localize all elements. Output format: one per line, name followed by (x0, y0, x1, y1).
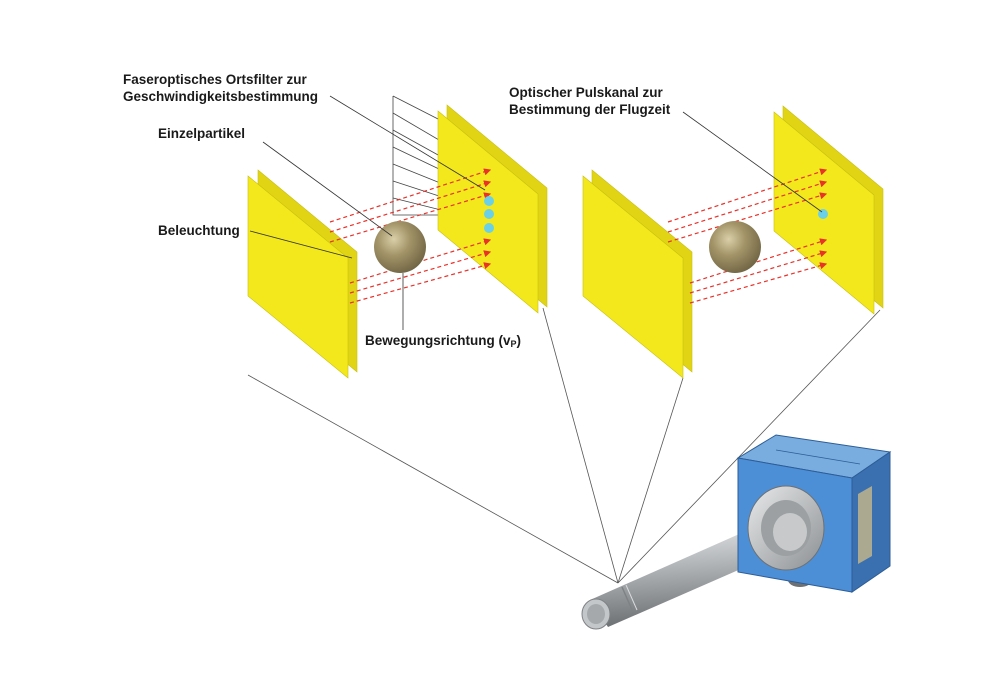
convergence-lines (247, 307, 881, 584)
particle-left (374, 221, 426, 273)
motion-direction-label: Bewegungsrichtung (vP) (365, 332, 521, 353)
detector-panel-left (437, 104, 548, 314)
detector-panel-right (773, 105, 884, 315)
particle-right (709, 221, 761, 273)
pulse-channel-label-line1: Optischer Pulskanal zur (509, 85, 663, 100)
fiber-filter-label-line2: Geschwindigkeitsbestimmung (123, 89, 319, 104)
pulse-channel-label-line2: Bestimmung der Flugzeit (509, 102, 671, 117)
single-particle-label: Einzelpartikel (158, 126, 246, 141)
motion-direction-close: ) (516, 333, 522, 348)
measuring-device (581, 434, 892, 630)
detector-dots-left (484, 196, 494, 233)
detector-dot-right (818, 209, 828, 219)
illumination-panel-left (247, 169, 358, 379)
fiber-filter-label-line1: Faseroptisches Ortsfilter zur (123, 72, 307, 87)
fiber-filter-label: Faseroptisches Ortsfilter zur Geschwindi… (123, 71, 318, 105)
pulse-channel-label: Optischer Pulskanal zur Bestimmung der F… (509, 84, 670, 118)
motion-direction-subscript: P (510, 339, 517, 349)
leader-lines (249, 95, 823, 330)
illumination-label: Beleuchtung (158, 223, 240, 238)
motion-direction-text: Bewegungsrichtung (v (365, 333, 511, 348)
illumination-panel-right (582, 169, 693, 379)
light-beams-right (667, 168, 828, 304)
